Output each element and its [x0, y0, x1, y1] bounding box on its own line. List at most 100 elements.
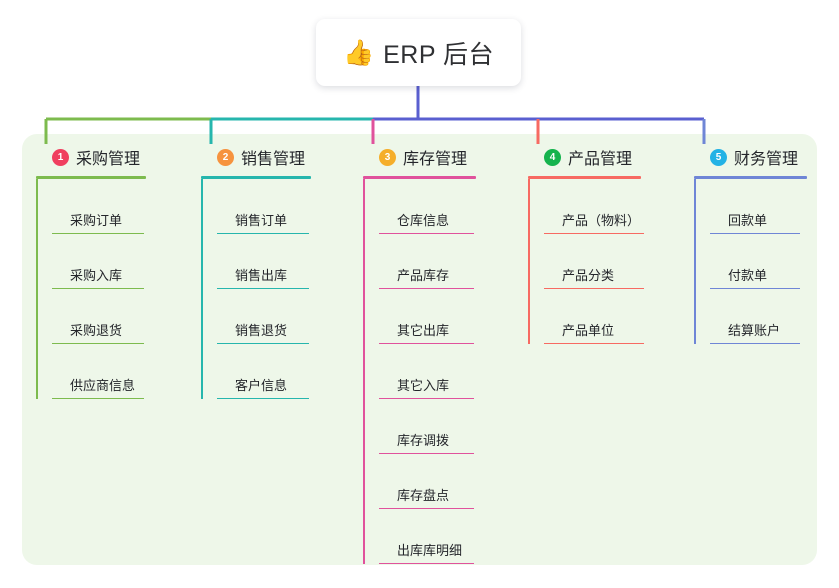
branch-index-badge: 5: [710, 148, 727, 166]
leaf-label: 其它入库: [397, 378, 450, 393]
leaf-label: 销售退货: [235, 323, 288, 338]
branch-index-badge: 1: [52, 148, 69, 166]
branch-leaf-list: 销售订单销售出库销售退货客户信息: [201, 179, 311, 399]
leaf-rule: [379, 562, 474, 564]
leaf-item[interactable]: 产品单位: [544, 289, 644, 344]
leaf-rule: [52, 232, 144, 234]
branch-index-badge: 4: [544, 148, 561, 166]
branch-header-rule: [36, 176, 146, 179]
leaf-rule: [379, 452, 474, 454]
branch-column: 4 产品管理产品（物料） 产品分类产品单位: [528, 144, 644, 344]
branch-leaf-list: 采购订单采购入库采购退货供应商信息: [36, 179, 146, 399]
leaf-label: 采购入库: [70, 268, 123, 283]
leaf-rule: [52, 287, 144, 289]
leaf-label: 销售订单: [235, 213, 288, 228]
leaf-rule: [544, 232, 644, 234]
branch-header-rule: [201, 176, 311, 179]
branch-column: 5 财务管理回款单付款单结算账户: [694, 144, 807, 344]
leaf-item[interactable]: 其它入库: [379, 344, 476, 399]
branch-title: 产品管理: [568, 151, 633, 168]
leaf-item[interactable]: 销售退货: [217, 289, 311, 344]
branch-leaf-list: 仓库信息产品库存其它出库其它入库库存调拨库存盘点出库库明细: [363, 179, 476, 564]
leaf-label: 库存调拨: [397, 433, 450, 448]
branch-spine: [201, 179, 203, 399]
leaf-label: 产品（物料）: [562, 213, 641, 228]
branch-spine: [363, 179, 365, 564]
branch-spine: [528, 179, 530, 344]
branch-header-rule: [363, 176, 476, 179]
leaf-item[interactable]: 出库库明细: [379, 509, 476, 564]
branch-leaf-list: 回款单付款单结算账户: [694, 179, 807, 344]
leaf-rule: [379, 397, 474, 399]
leaf-label: 采购退货: [70, 323, 123, 338]
leaf-item[interactable]: 其它出库: [379, 289, 476, 344]
leaf-label: 付款单: [728, 268, 768, 283]
leaf-item[interactable]: 结算账户: [710, 289, 807, 344]
branch-header[interactable]: 5 财务管理: [694, 144, 807, 170]
leaf-rule: [379, 342, 474, 344]
leaf-item[interactable]: 产品分类: [544, 234, 644, 289]
leaf-item[interactable]: 客户信息: [217, 344, 311, 399]
leaf-rule: [52, 342, 144, 344]
branch-column: 2 销售管理销售订单销售出库销售退货客户信息: [201, 144, 311, 399]
branch-title: 采购管理: [76, 151, 141, 168]
branch-column: 1 采购管理采购订单采购入库采购退货供应商信息: [36, 144, 146, 399]
root-node[interactable]: 👍 ERP 后台: [316, 19, 521, 86]
leaf-label: 库存盘点: [397, 488, 450, 503]
leaf-item[interactable]: 产品（物料）: [544, 179, 644, 234]
leaf-rule: [710, 232, 800, 234]
leaf-label: 仓库信息: [397, 213, 450, 228]
leaf-item[interactable]: 产品库存: [379, 234, 476, 289]
branch-title: 库存管理: [403, 151, 468, 168]
leaf-label: 销售出库: [235, 268, 288, 283]
leaf-item[interactable]: 回款单: [710, 179, 807, 234]
thumbs-up-icon: 👍: [342, 38, 375, 67]
branch-header-rule: [694, 176, 807, 179]
branch-spine: [694, 179, 696, 344]
leaf-rule: [710, 287, 800, 289]
leaf-label: 采购订单: [70, 213, 123, 228]
branch-header[interactable]: 3 库存管理: [363, 144, 476, 170]
leaf-rule: [379, 232, 474, 234]
branch-index-badge: 3: [379, 148, 396, 166]
leaf-item[interactable]: 库存盘点: [379, 454, 476, 509]
leaf-rule: [52, 397, 144, 399]
leaf-rule: [379, 507, 474, 509]
leaf-rule: [217, 342, 309, 344]
branch-title: 销售管理: [241, 151, 306, 168]
leaf-rule: [217, 232, 309, 234]
branch-header-rule: [528, 176, 641, 179]
branch-header[interactable]: 2 销售管理: [201, 144, 311, 170]
leaf-item[interactable]: 付款单: [710, 234, 807, 289]
branch-header[interactable]: 4 产品管理: [528, 144, 641, 170]
branch-leaf-list: 产品（物料） 产品分类产品单位: [528, 179, 644, 344]
leaf-item[interactable]: 库存调拨: [379, 399, 476, 454]
leaf-rule: [217, 397, 309, 399]
leaf-label: 供应商信息: [70, 378, 136, 393]
leaf-label: 产品库存: [397, 268, 450, 283]
leaf-item[interactable]: 采购订单: [52, 179, 146, 234]
leaf-item[interactable]: 采购退货: [52, 289, 146, 344]
leaf-item[interactable]: 销售出库: [217, 234, 311, 289]
branch-index-badge: 2: [217, 148, 234, 166]
leaf-item[interactable]: 供应商信息: [52, 344, 146, 399]
branch-spine: [36, 179, 38, 399]
leaf-label: 产品分类: [562, 268, 615, 283]
leaf-label: 结算账户: [728, 323, 781, 338]
leaf-rule: [710, 342, 800, 344]
leaf-item[interactable]: 仓库信息: [379, 179, 476, 234]
leaf-label: 回款单: [728, 213, 768, 228]
leaf-rule: [544, 342, 644, 344]
leaf-rule: [544, 287, 644, 289]
branch-header[interactable]: 1 采购管理: [36, 144, 146, 170]
leaf-label: 出库库明细: [397, 543, 463, 558]
leaf-item[interactable]: 采购入库: [52, 234, 146, 289]
leaf-rule: [379, 287, 474, 289]
branch-title: 财务管理: [734, 151, 799, 168]
leaf-rule: [217, 287, 309, 289]
leaf-label: 客户信息: [235, 378, 288, 393]
leaf-label: 其它出库: [397, 323, 450, 338]
branch-column: 3 库存管理仓库信息产品库存其它出库其它入库库存调拨库存盘点出库库明细: [363, 144, 476, 564]
leaf-item[interactable]: 销售订单: [217, 179, 311, 234]
